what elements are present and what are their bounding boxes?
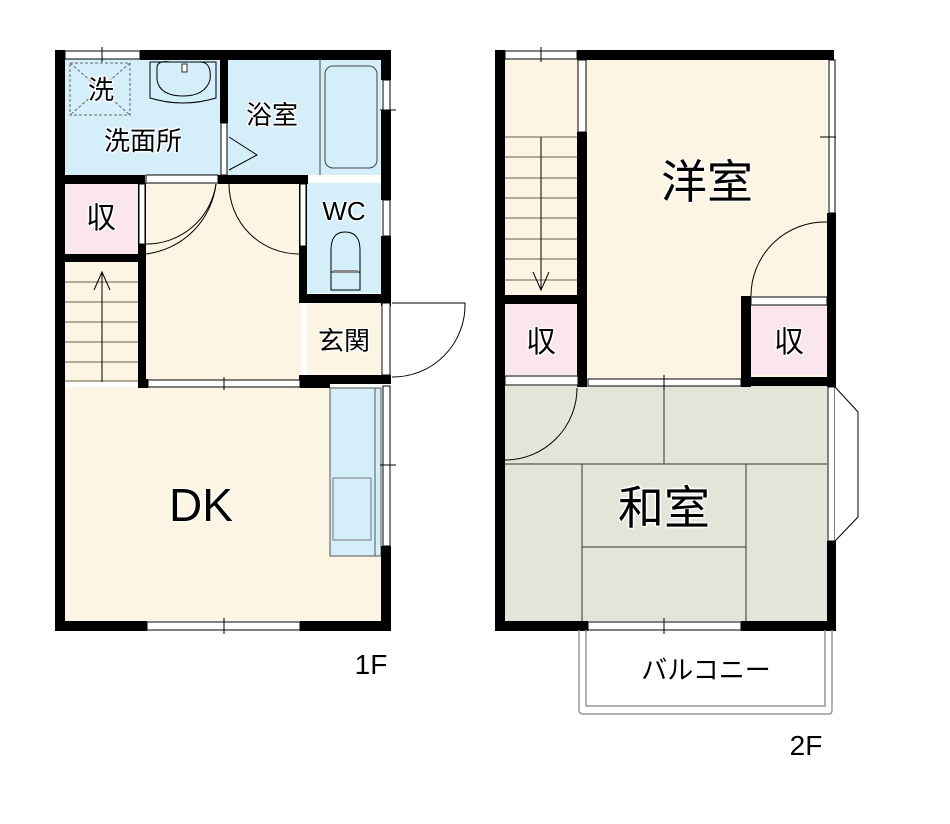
storage-1f xyxy=(64,183,139,255)
storage-2f-left-label: 収 xyxy=(526,325,556,360)
western-room-label: 洋室 xyxy=(661,155,753,209)
balcony-label: バルコニー xyxy=(641,656,771,686)
entrance-area xyxy=(307,302,381,382)
washer-label: 洗 xyxy=(87,76,115,106)
dk-label: DK xyxy=(169,479,233,531)
hall xyxy=(146,183,301,383)
japanese-room-area xyxy=(505,386,827,621)
storage-2f-left xyxy=(505,303,578,375)
washroom-label: 洗面所 xyxy=(103,127,183,157)
storage-1f-label: 収 xyxy=(86,201,116,236)
entrance-label: 玄関 xyxy=(317,327,371,357)
floor1-plan xyxy=(55,47,466,634)
bath-label: 浴室 xyxy=(245,101,299,131)
wc-label: WC xyxy=(322,196,366,226)
floor2-label: 2F xyxy=(789,730,823,761)
storage-2f-right xyxy=(751,303,827,375)
dk-area xyxy=(64,387,381,621)
floor1-label: 1F xyxy=(354,649,388,680)
japanese-room-label: 和室 xyxy=(618,481,710,535)
bath-area xyxy=(226,58,381,175)
storage-2f-right-label: 収 xyxy=(774,325,804,360)
floor2-plan xyxy=(495,47,859,715)
